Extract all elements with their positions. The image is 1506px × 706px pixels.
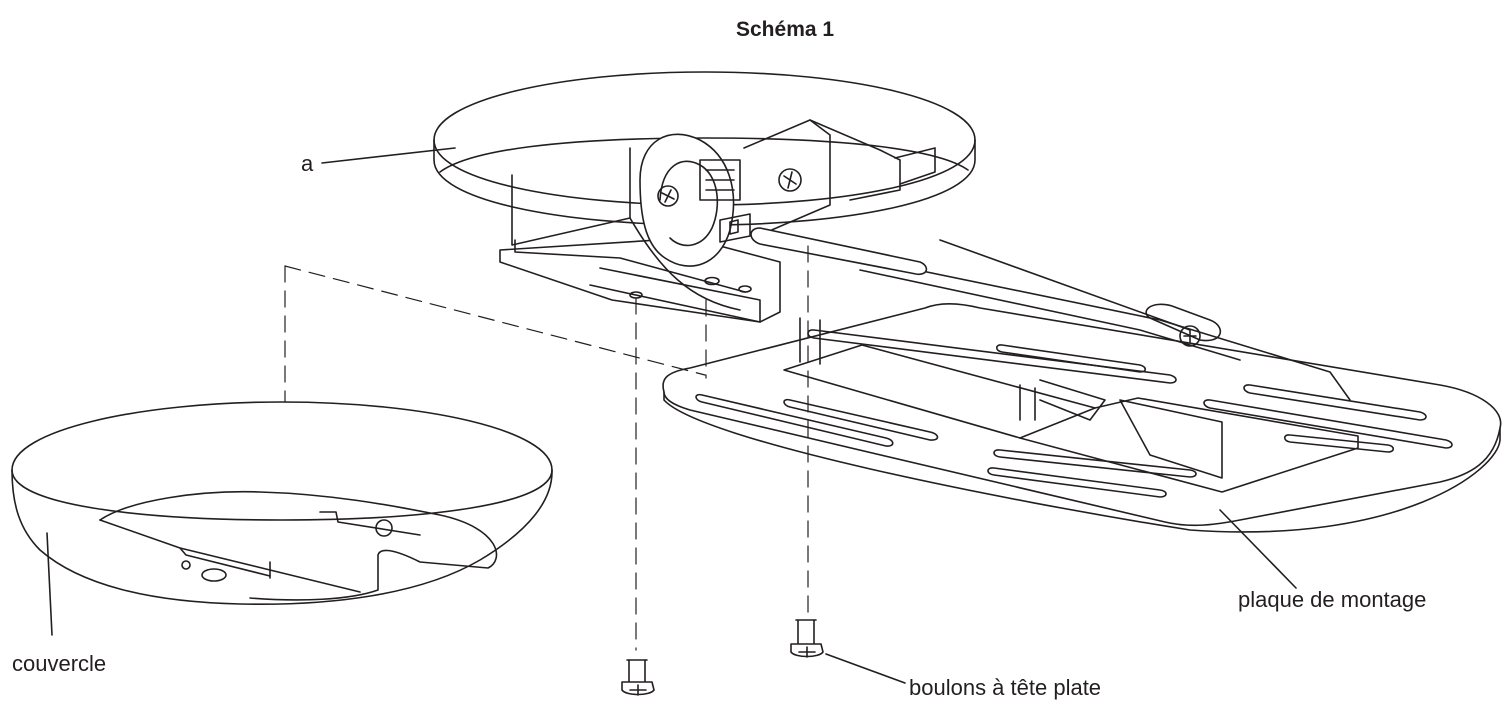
- leader-cover: [46, 532, 53, 636]
- ceiling-canopy: [433, 71, 976, 323]
- bracket-arm: [799, 239, 1351, 479]
- leader-plate: [1219, 509, 1297, 589]
- flat-head-screw-right: [790, 619, 824, 658]
- label-mounting-plate: plaque de montage: [1238, 587, 1427, 612]
- callout-leaders: [46, 147, 1297, 684]
- label-bolts: boulons à tête plate: [909, 675, 1102, 700]
- figure-title: Schéma 1: [736, 18, 835, 41]
- flat-head-screw-left: [621, 659, 655, 696]
- leader-bolts: [825, 653, 906, 684]
- label-a: a: [301, 151, 314, 176]
- mounting-plate: [662, 303, 1502, 533]
- leader-a: [321, 147, 456, 164]
- label-cover: couvercle: [12, 651, 107, 676]
- cover: [11, 401, 553, 606]
- alignment-lines: [284, 245, 809, 651]
